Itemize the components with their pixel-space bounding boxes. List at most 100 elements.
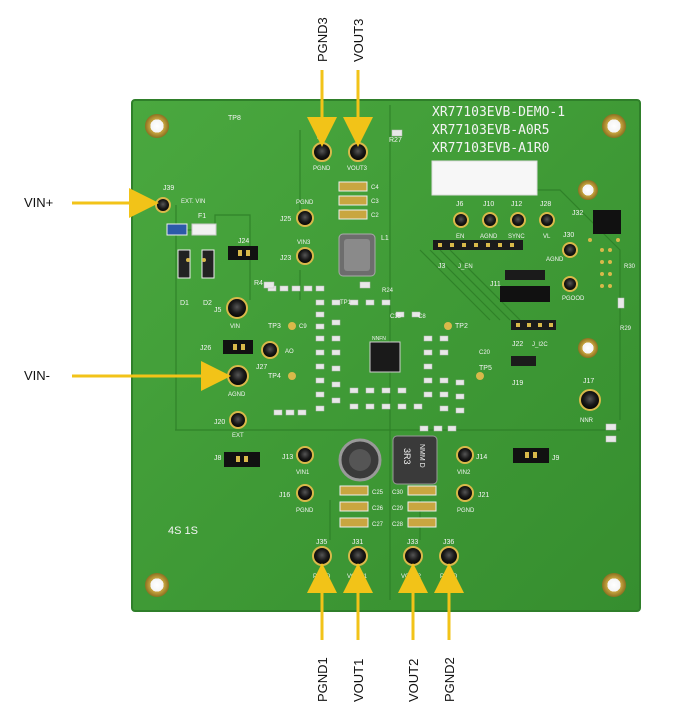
silk-c8: C8 [418,314,426,320]
header-j11 [500,286,550,302]
silk-tp3: TP3 [268,323,281,330]
silk-j28: J28 [540,201,551,208]
silk-j19: J19 [512,380,523,387]
post-j7 [227,365,249,387]
silk-j10: J10 [483,201,494,208]
silk-c4: C4 [371,185,379,191]
inductor-round-core [349,449,371,471]
silk-r29: R29 [620,326,632,332]
silk-c20: C20 [479,350,491,356]
silk-c2: C2 [371,213,379,219]
post-j5 [226,297,248,319]
board-title-2: XR77103EVB-A0R5 [432,123,549,138]
jumper-j8 [224,452,260,467]
silk-r27: R27 [389,137,402,144]
silk-pgnd-top: PGND [313,166,331,172]
silk-tp1: TP1 [340,300,352,306]
silk-j32: J32 [572,210,583,217]
silk-vin1: VIN1 [296,470,310,476]
main-ic [369,341,401,373]
label-vout3: VOUT3 [351,18,366,62]
post-j13 [296,446,314,464]
board-label-sticker [431,160,538,196]
label-vin-plus: VIN+ [24,195,54,210]
post-j23 [296,247,314,265]
silk-j39: J39 [163,185,174,192]
header-j22 [511,320,556,330]
silk-tp5: TP5 [479,365,492,372]
silk-j35: J35 [316,539,327,546]
silk-j21: J21 [478,492,489,499]
silk-j20: J20 [214,419,225,426]
inductor-l1-top [344,239,370,271]
silk-j23: J23 [280,255,291,262]
silk-r4: R4 [254,280,263,287]
silk-j1: J1 [354,134,362,141]
post-j4 [312,142,332,162]
post-j6 [453,212,469,228]
silk-j8: J8 [214,455,222,462]
silkscreen-labels: TP8 J4 J1 R27 PGND VOUT3 J39 EXT. VIN F1… [163,115,636,580]
post-tp4 [288,372,296,380]
silk-j12: J12 [511,201,522,208]
capacitors-bottom [339,485,437,528]
post-j1 [348,142,368,162]
silk-en: EN [456,234,464,240]
board-title-1: XR77103EVB-DEMO-1 [432,105,565,120]
silk-j24: J24 [238,238,249,245]
silk-ic-mark: NNFN [372,336,386,342]
mounting-hole-br [602,573,626,597]
silk-tp4: TP4 [268,373,281,380]
header-top [505,270,545,280]
jumper-j32 [593,210,621,234]
silk-pgnd-r: PGND [457,508,475,514]
post-j31 [348,546,368,566]
silk-l1: L1 [381,235,389,242]
silk-c28: C28 [392,522,404,528]
silk-c35: C35 [390,314,402,320]
silk-agnd-a: AGND [480,234,498,240]
silk-c27: C27 [372,522,384,528]
post-j20 [229,411,247,429]
silk-vout2-b: VOUT2 [401,574,422,580]
label-pgnd3: PGND3 [315,17,330,62]
silk-j4: J4 [317,134,325,141]
post-j10 [482,212,498,228]
silk-pgnd-l: PGND [296,508,314,514]
silk-corner-code: 4S 1S [168,525,198,537]
mounting-hole-r2 [578,338,598,358]
jumper-j26 [223,340,253,354]
silk-inductor-3r3: 3R3 [402,448,412,465]
silk-j25: J25 [280,216,291,223]
silk-agnd-b: AGND [546,257,564,263]
silk-c3: C3 [371,199,379,205]
silk-c9: C9 [299,324,307,330]
silk-j26: J26 [200,345,211,352]
silk-vin: VIN [230,324,240,330]
post-pgood [562,276,578,292]
jumper-j9 [513,448,549,463]
label-pgnd1: PGND1 [315,657,330,702]
post-j39 [155,197,171,213]
silk-j36: J36 [443,539,454,546]
silk-j11: J11 [490,281,501,288]
silk-j27: J27 [256,364,267,371]
diode-d2 [201,249,215,279]
silk-c30: C30 [392,490,404,496]
via-dots [186,238,620,288]
label-pgnd2: PGND2 [442,657,457,702]
silk-d1: D1 [180,300,189,307]
silk-vin2: VIN2 [457,470,471,476]
silk-sync: SYNC [508,234,525,240]
silk-ao: AO [285,349,294,355]
silk-agnd-c: AGND [228,392,246,398]
silk-r24: R24 [382,288,394,294]
post-j30 [562,242,578,258]
label-vout2: VOUT2 [406,658,421,702]
post-j17 [579,389,601,411]
silk-pgood: PGOOD [562,296,585,302]
post-j33 [403,546,423,566]
silk-vin3: VIN3 [297,240,311,246]
arrows [72,70,464,640]
